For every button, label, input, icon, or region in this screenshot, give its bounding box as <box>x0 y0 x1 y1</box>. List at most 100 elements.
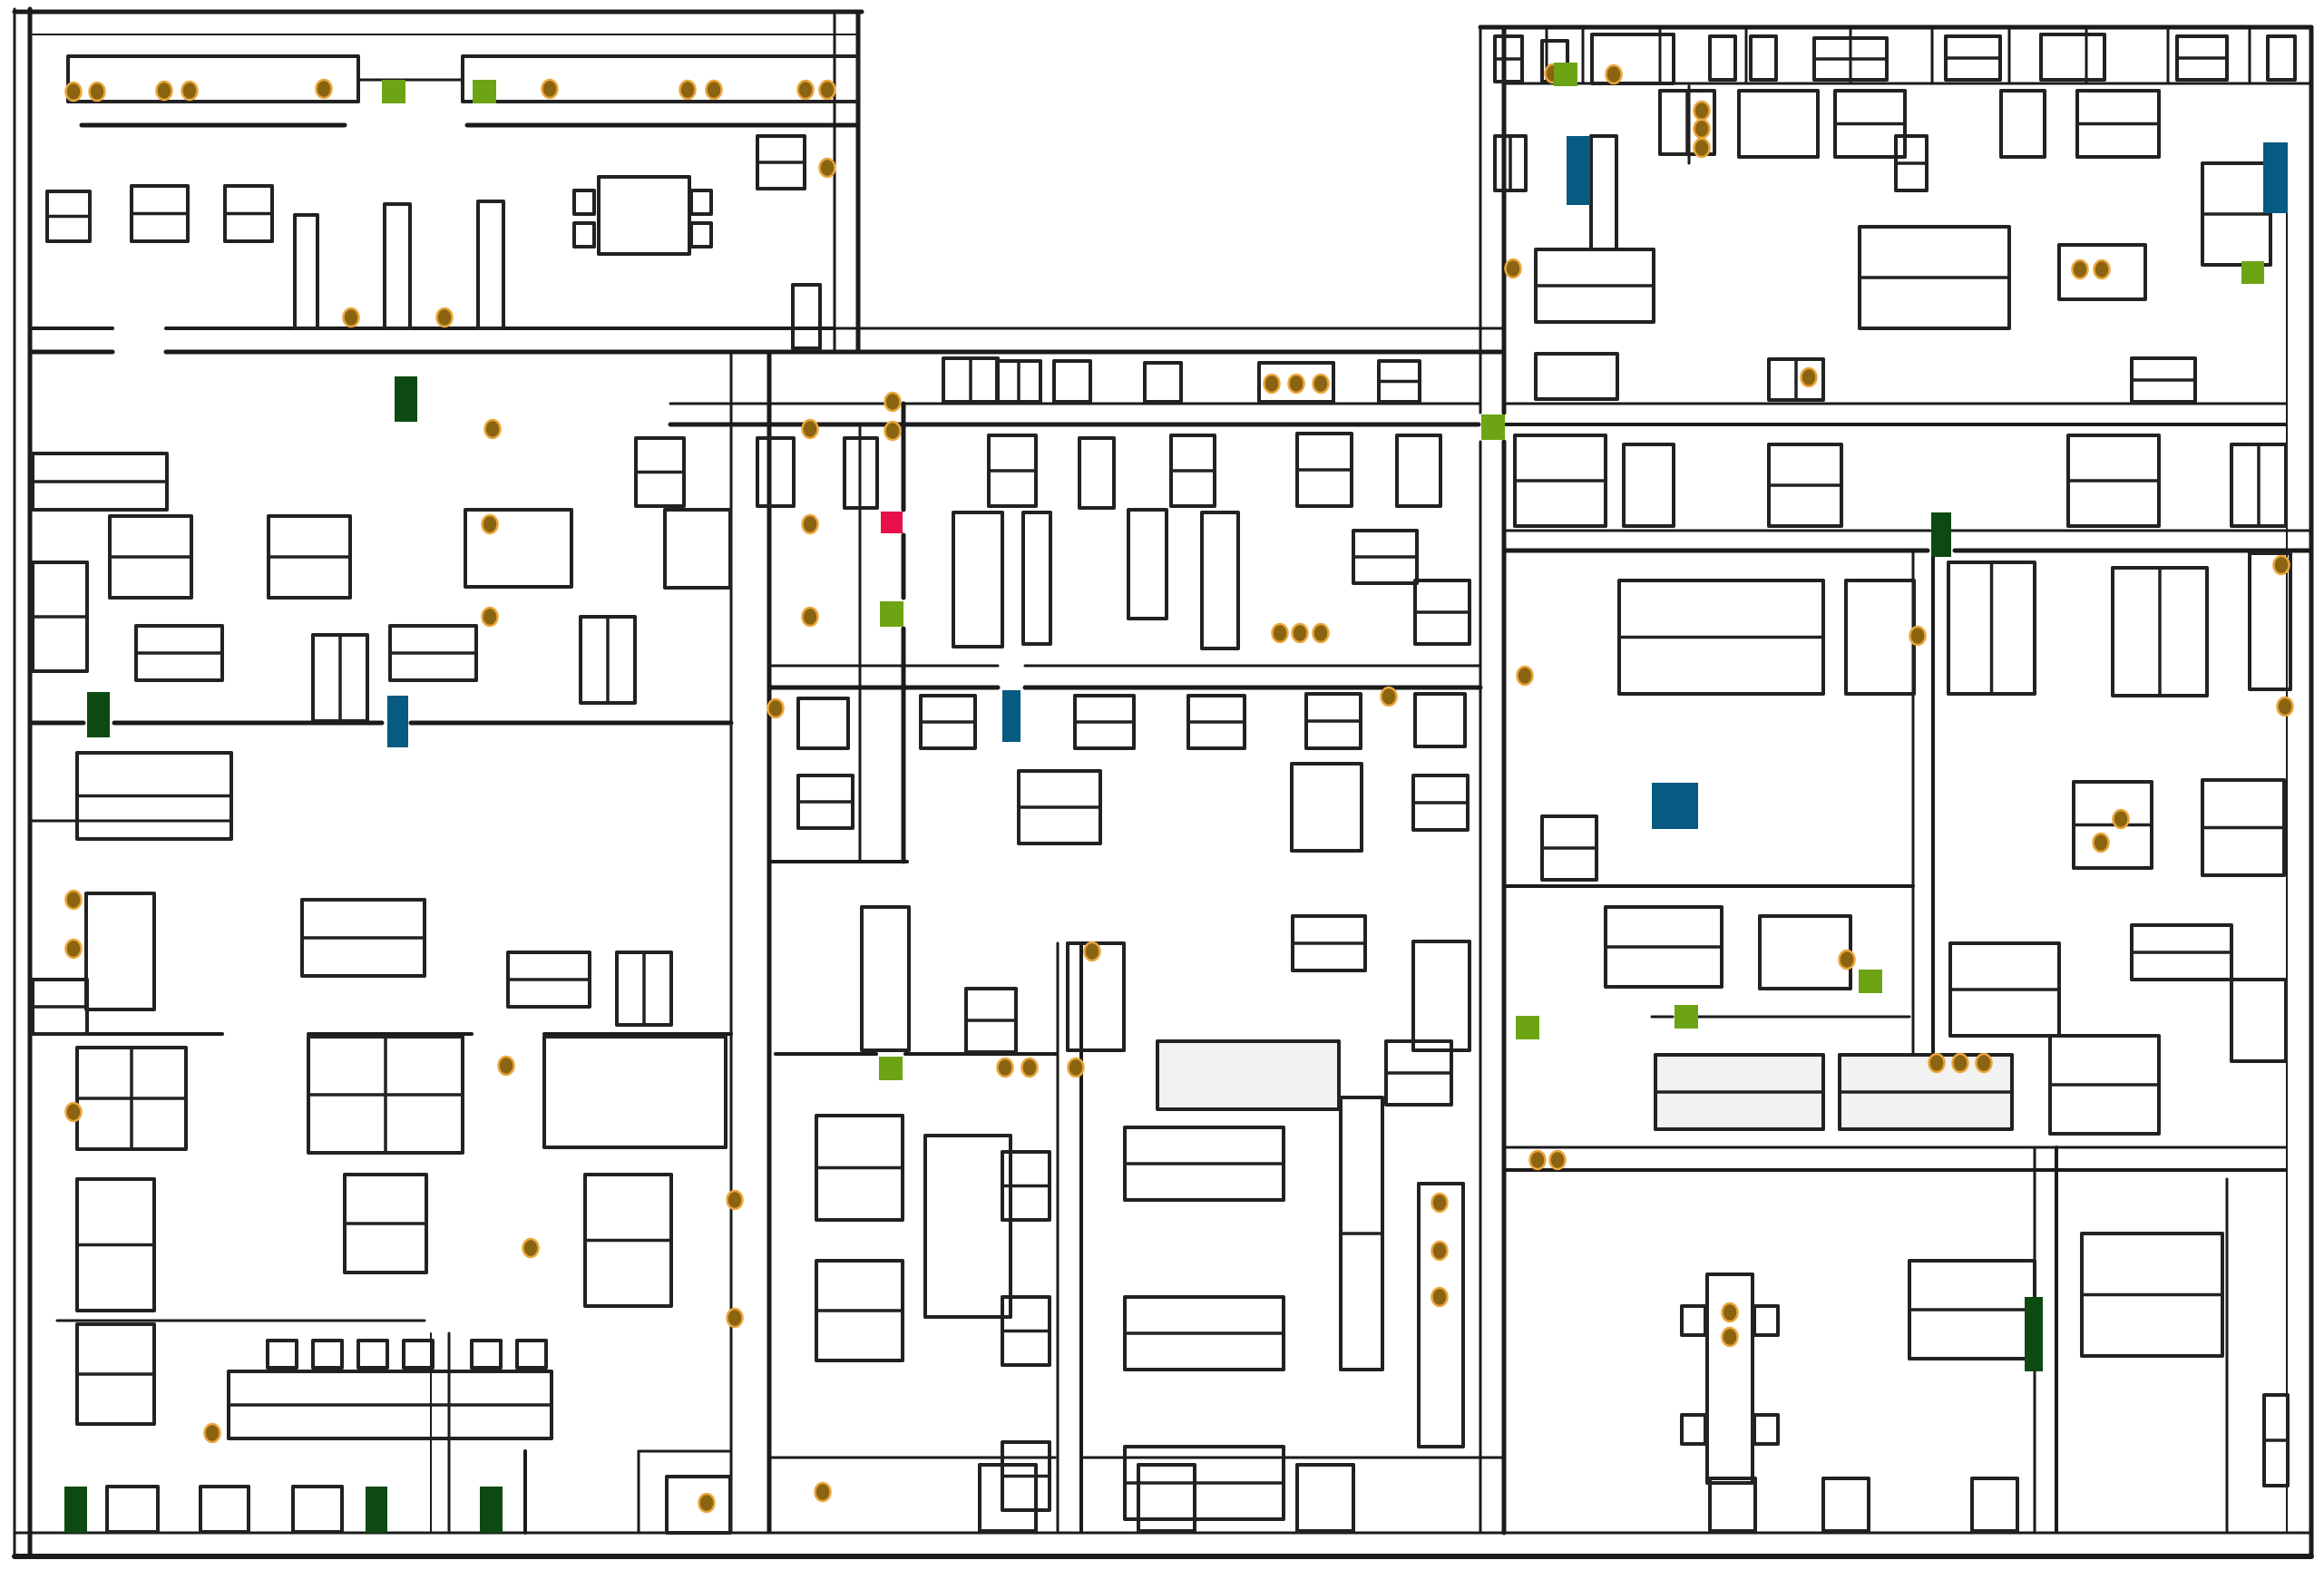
furniture-outline <box>542 1035 727 1149</box>
dot-marker <box>1431 1192 1449 1214</box>
dot-marker <box>1020 1057 1039 1078</box>
dot-marker <box>64 81 83 102</box>
furniture-outline <box>515 1339 548 1370</box>
furniture-outline <box>1708 34 1737 82</box>
dot-marker <box>342 307 360 328</box>
furniture-outline <box>402 1339 435 1370</box>
green-door-marker <box>880 601 903 627</box>
dot-marker <box>181 80 199 102</box>
dot-marker <box>497 1055 515 1077</box>
dot-marker <box>203 1422 221 1444</box>
furniture-outline <box>1622 443 1675 528</box>
furniture-outline <box>1295 1463 1355 1533</box>
furniture-outline <box>1758 914 1852 990</box>
furniture-outline <box>1821 1477 1870 1533</box>
dot-marker <box>541 78 559 100</box>
dot-marker <box>1516 665 1534 687</box>
furniture-outline <box>2248 551 2292 691</box>
dot-marker <box>679 79 697 101</box>
furniture-outline <box>266 1339 298 1370</box>
furniture-outline <box>1257 361 1335 404</box>
furniture-outline <box>1413 692 1467 748</box>
green-door-marker <box>2241 261 2264 284</box>
dot-marker <box>1909 625 1927 647</box>
furniture-outline <box>1395 434 1442 508</box>
furniture-outline <box>476 200 505 330</box>
furniture-outline <box>2039 33 2106 82</box>
dot-marker <box>1975 1052 1993 1074</box>
dot-marker <box>814 1481 832 1503</box>
dot-marker <box>64 1101 83 1123</box>
furniture-outline <box>1970 1477 2019 1533</box>
dot-marker <box>1721 1302 1739 1323</box>
dark-green-door-marker <box>64 1487 87 1533</box>
furniture-outline <box>756 436 796 508</box>
dot-marker <box>1291 622 1309 644</box>
furniture-outline <box>978 1463 1038 1533</box>
dot-marker <box>818 79 836 101</box>
dot-marker <box>1431 1286 1449 1308</box>
furniture-outline <box>1753 1413 1780 1446</box>
dot-marker <box>1693 137 1711 159</box>
blue-door-marker <box>1002 690 1020 742</box>
furniture-outline <box>1137 1463 1196 1533</box>
dot-marker <box>2092 832 2110 853</box>
dot-marker <box>1287 373 1305 395</box>
dot-marker <box>2276 696 2294 717</box>
green-door-marker <box>382 80 405 103</box>
furniture-outline <box>843 436 879 510</box>
dot-marker <box>481 513 499 535</box>
furniture-outline <box>84 892 156 1011</box>
furniture-outline <box>1589 134 1618 251</box>
dot-marker <box>2112 808 2130 830</box>
dot-marker <box>481 606 499 628</box>
dot-marker <box>1605 63 1623 85</box>
dot-marker <box>1693 100 1711 122</box>
dot-marker <box>1504 258 1522 279</box>
dot-marker <box>1067 1057 1085 1078</box>
furniture-outline <box>291 1485 344 1534</box>
walls-layer <box>12 6 2314 1559</box>
dark-green-door-marker <box>480 1487 503 1533</box>
green-door-marker <box>879 1057 903 1080</box>
furniture-outline <box>1143 361 1183 404</box>
furniture-outline <box>1705 1273 1754 1485</box>
dot-marker <box>1693 118 1711 140</box>
blue-door-marker <box>1652 783 1698 829</box>
green-door-marker <box>1481 414 1505 440</box>
dot-marker <box>155 80 173 102</box>
dot-marker <box>801 418 819 440</box>
furniture-outline <box>356 1339 389 1370</box>
furniture-outline <box>1156 1039 1341 1111</box>
blue-door-marker <box>1567 136 1590 205</box>
dot-marker <box>1838 949 1856 970</box>
dot-marker <box>1083 941 1101 962</box>
blue-door-marker <box>2263 142 2288 213</box>
furniture-outline <box>311 1339 344 1370</box>
dot-marker <box>522 1237 540 1259</box>
furniture-layer <box>31 33 2297 1535</box>
dot-marker <box>726 1189 744 1211</box>
dot-marker <box>1312 373 1330 395</box>
furniture-outline <box>597 175 691 256</box>
furniture-outline <box>665 1475 732 1535</box>
dot-marker <box>64 938 83 960</box>
dot-marker <box>996 1057 1014 1078</box>
dot-marker <box>1548 1149 1567 1171</box>
dot-marker <box>796 79 815 101</box>
dot-marker <box>435 307 454 328</box>
green-door-marker <box>473 80 496 103</box>
dot-marker <box>1951 1052 1969 1074</box>
dot-marker <box>88 81 106 102</box>
furniture-outline <box>663 508 732 590</box>
dot-marker <box>884 391 902 413</box>
dot-marker <box>705 79 723 101</box>
furniture-outline <box>796 697 850 750</box>
furniture-outline <box>383 202 412 330</box>
furniture-outline <box>1078 436 1116 510</box>
dot-marker <box>1263 373 1281 395</box>
dot-marker <box>1312 622 1330 644</box>
dot-marker <box>884 420 902 442</box>
furniture-outline <box>293 213 319 330</box>
